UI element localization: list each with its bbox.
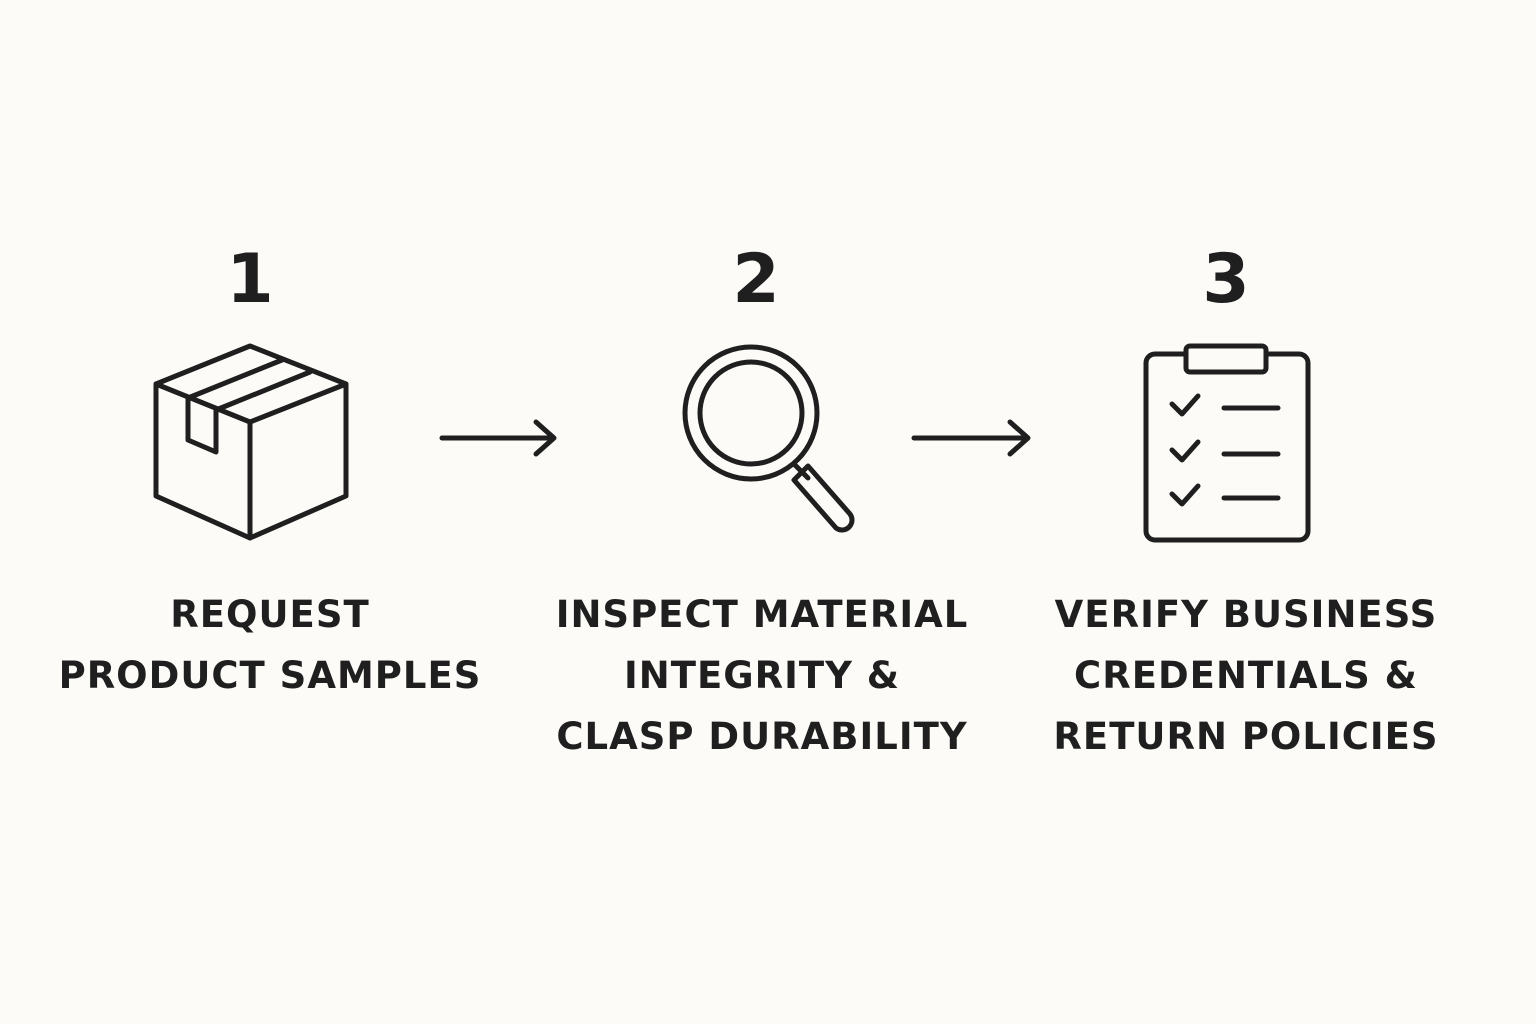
step-3-label: VERIFY BUSINESS CREDENTIALS & RETURN POL… [1016,584,1476,767]
step-2-label: INSPECT MATERIAL INTEGRITY & CLASP DURAB… [532,584,992,767]
step-3-label-line-2: CREDENTIALS & [1074,654,1418,697]
step-1-label-line-2: PRODUCT SAMPLES [58,654,482,697]
step-2-label-line-1: INSPECT MATERIAL [555,593,969,636]
magnifying-glass-icon [680,342,864,540]
step-3-number: 3 [1202,240,1250,319]
step-2-label-line-2: INTEGRITY & [623,654,901,697]
step-1-label-line-1: REQUEST [170,593,370,636]
step-1-label: REQUEST PRODUCT SAMPLES [40,584,500,706]
box-icon [150,340,354,546]
checklist-clipboard-icon [1142,342,1312,546]
step-2-label-line-3: CLASP DURABILITY [556,715,968,758]
step-3-label-line-1: VERIFY BUSINESS [1054,593,1438,636]
arrow-right-icon [438,418,560,462]
step-1-number: 1 [226,240,274,319]
step-3-label-line-3: RETURN POLICIES [1053,715,1439,758]
arrow-right-icon [910,418,1034,462]
step-2-number: 2 [732,240,780,319]
